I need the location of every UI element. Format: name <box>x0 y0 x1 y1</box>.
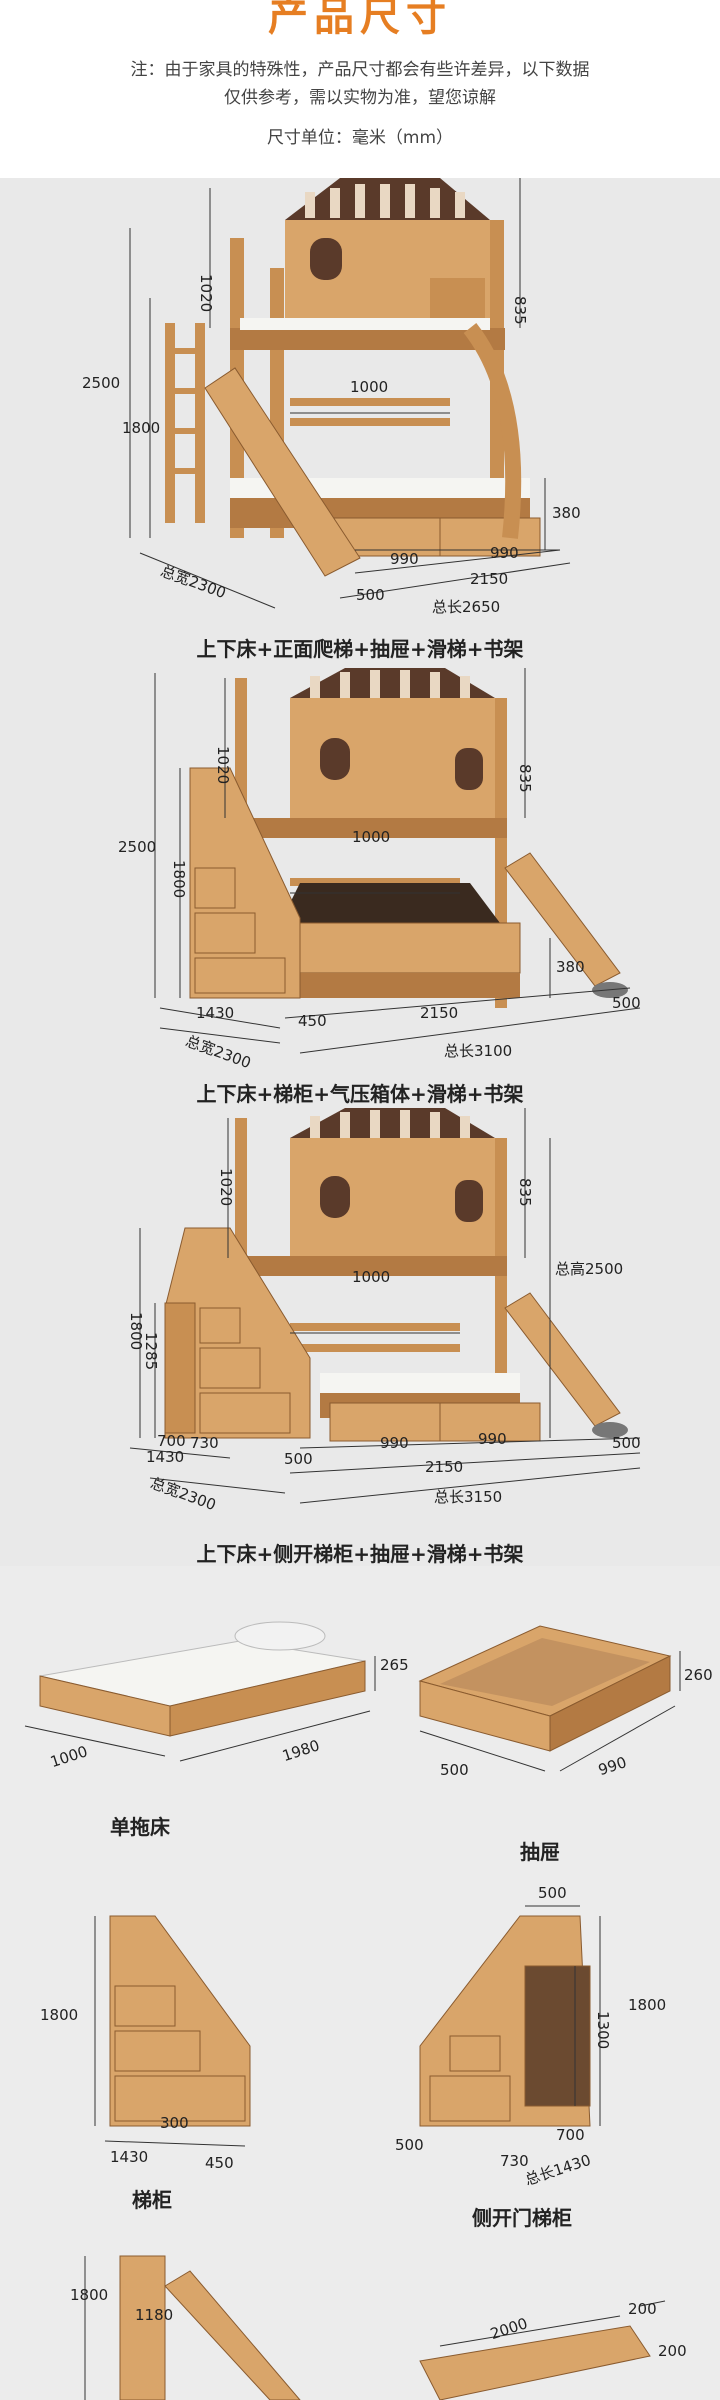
trundle-label: 单拖床 <box>110 1815 170 1839</box>
dim-upper: 1020 <box>214 746 232 785</box>
config-2-caption: 上下床+梯柜+气压箱体+滑梯+书架 <box>196 1082 524 1106</box>
config-3-panel: 1020 835 总高2500 1800 1285 1000 700 730 1… <box>0 1108 720 1566</box>
config-3-caption: 上下床+侧开梯柜+抽屉+滑梯+书架 <box>196 1542 524 1566</box>
stair-dim-1430: 1430 <box>110 2148 149 2166</box>
dim-2150: 2150 <box>420 1004 459 1022</box>
parts-illustration <box>24 1621 681 2400</box>
dim-total-height: 总高2500 <box>555 1260 624 1278</box>
dim-450: 450 <box>298 1012 327 1030</box>
dim-1800: 1800 <box>170 860 188 899</box>
side-stair-dim-top: 500 <box>538 1884 567 1902</box>
config-1-panel: 2500 1020 835 1800 1000 380 990 990 500 … <box>0 178 720 668</box>
side-stair-dim-700: 700 <box>556 2126 585 2144</box>
config-2-panel: 1020 835 2500 1800 1000 380 1430 450 215… <box>0 668 720 1108</box>
dim-730: 730 <box>190 1434 219 1452</box>
side-stair-dim-1300: 1300 <box>594 2011 612 2050</box>
dim-2150: 2150 <box>425 1458 464 1476</box>
dim-1000: 1000 <box>352 1268 391 1286</box>
dim-380: 380 <box>556 958 585 976</box>
side-stair-dim-height: 1800 <box>628 1996 667 2014</box>
dim-total-length: 总长2650 <box>432 598 501 616</box>
dim-total-length: 总长3100 <box>444 1042 513 1060</box>
dim-2150: 2150 <box>470 570 509 588</box>
side-stair-label: 侧开门梯柜 <box>472 2206 572 2230</box>
dim-height: 2500 <box>118 838 157 856</box>
dim-500: 500 <box>612 994 641 1012</box>
dim-1800: 1800 <box>122 419 161 437</box>
stair-dim-450: 450 <box>205 2154 234 2172</box>
bottom-left-dim-1180: 1180 <box>135 2306 174 2324</box>
dim-roof: 835 <box>511 296 529 325</box>
note-line-1: 注：由于家具的特殊性，产品尺寸都会有些许差异，以下数据 <box>130 60 590 80</box>
page-title: 产品尺寸 <box>268 0 452 40</box>
dim-1285: 1285 <box>142 1332 160 1371</box>
note-line-2: 仅供参考，需以实物为准，望您谅解 <box>224 88 496 108</box>
config-1-caption: 上下床+正面爬梯+抽屉+滑梯+书架 <box>196 637 524 661</box>
config-1-illustration <box>129 178 571 609</box>
dim-upper: 1020 <box>217 1168 235 1207</box>
unit-note: 尺寸单位：毫米（mm） <box>266 128 454 148</box>
dim-roof: 835 <box>516 1178 534 1207</box>
dim-500-b: 500 <box>612 1434 641 1452</box>
dim-500: 500 <box>356 586 385 604</box>
bottom-right-dim-200-a: 200 <box>628 2300 657 2318</box>
dim-roof: 835 <box>516 764 534 793</box>
drawer-dim-width: 500 <box>440 1761 469 1779</box>
stair-label: 梯柜 <box>132 2188 172 2212</box>
drawer-label: 抽屉 <box>520 1840 560 1864</box>
dim-1430: 1430 <box>196 1004 235 1022</box>
config-2-illustration <box>154 668 641 1054</box>
header: 产品尺寸 注：由于家具的特殊性，产品尺寸都会有些许差异，以下数据 仅供参考，需以… <box>0 0 720 178</box>
dim-upper: 1020 <box>197 274 215 313</box>
dim-990-b: 990 <box>490 544 519 562</box>
parts-panel: 265 1000 1980 单拖床 260 500 990 抽屉 1800 30… <box>0 1566 720 2400</box>
drawer-dim-height: 260 <box>684 1666 713 1684</box>
side-stair-dim-500: 500 <box>395 2136 424 2154</box>
stair-dim-height: 1800 <box>40 2006 79 2024</box>
dim-total-length: 总长3150 <box>434 1488 503 1506</box>
stair-dim-300: 300 <box>160 2114 189 2132</box>
dim-380: 380 <box>552 504 581 522</box>
dim-700: 700 <box>157 1432 186 1450</box>
dim-1000: 1000 <box>350 378 389 396</box>
dim-990-b: 990 <box>478 1430 507 1448</box>
bottom-right-dim-200-b: 200 <box>658 2342 687 2360</box>
dim-height: 2500 <box>82 374 121 392</box>
dim-1430: 1430 <box>146 1448 185 1466</box>
dim-990-a: 990 <box>390 550 419 568</box>
config-3-illustration <box>129 1108 641 1504</box>
dim-990-a: 990 <box>380 1434 409 1452</box>
bottom-left-dim-1800: 1800 <box>70 2286 109 2304</box>
dim-500-a: 500 <box>284 1450 313 1468</box>
trundle-dim-height: 265 <box>380 1656 409 1674</box>
dim-1000: 1000 <box>352 828 391 846</box>
side-stair-dim-730: 730 <box>500 2152 529 2170</box>
